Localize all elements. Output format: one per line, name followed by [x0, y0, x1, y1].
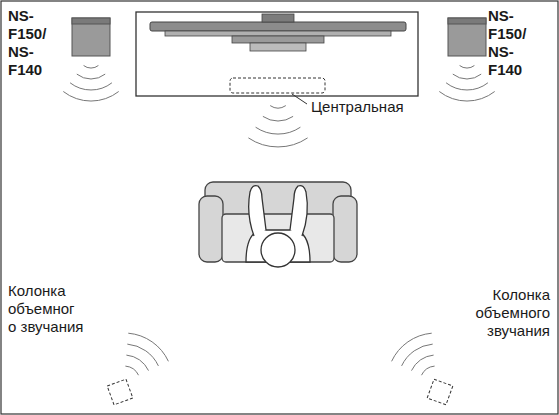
sound-wave — [84, 66, 99, 69]
sound-waves — [63, 66, 494, 376]
sound-wave — [270, 106, 286, 108]
speaker-label: Колонка объемного звучания — [475, 286, 550, 340]
center-speaker — [230, 78, 325, 93]
speaker-label: Центральная — [311, 98, 404, 116]
sound-wave — [392, 333, 432, 361]
rear-speaker-left — [107, 379, 133, 405]
rear-speaker-right — [427, 379, 453, 405]
sound-wave — [439, 92, 494, 102]
listener — [246, 186, 310, 267]
sound-wave — [263, 116, 293, 121]
sound-wave — [63, 92, 118, 102]
front-speaker-right — [448, 18, 486, 56]
front-speaker-left — [72, 18, 110, 56]
sound-wave — [402, 344, 433, 366]
model-label: NS-F150/ NS-F140 — [488, 7, 526, 79]
sound-wave — [446, 83, 488, 90]
sound-wave — [422, 366, 435, 375]
sound-wave — [412, 355, 434, 371]
sound-wave — [128, 333, 168, 361]
sound-wave — [125, 366, 138, 375]
sound-wave — [77, 74, 105, 79]
sound-wave — [460, 66, 475, 69]
model-label: NS-F150/ NS-F140 — [8, 7, 46, 79]
sound-wave — [127, 344, 158, 366]
tv-set — [150, 14, 406, 51]
speaker-label: Колонка объемног о звучания — [8, 282, 85, 336]
sound-wave — [248, 138, 307, 147]
sound-wave — [453, 74, 481, 79]
sound-wave — [256, 127, 301, 134]
tv-stand — [136, 12, 418, 96]
sound-wave — [126, 355, 148, 371]
leader-line — [292, 94, 307, 104]
sound-wave — [70, 83, 112, 90]
